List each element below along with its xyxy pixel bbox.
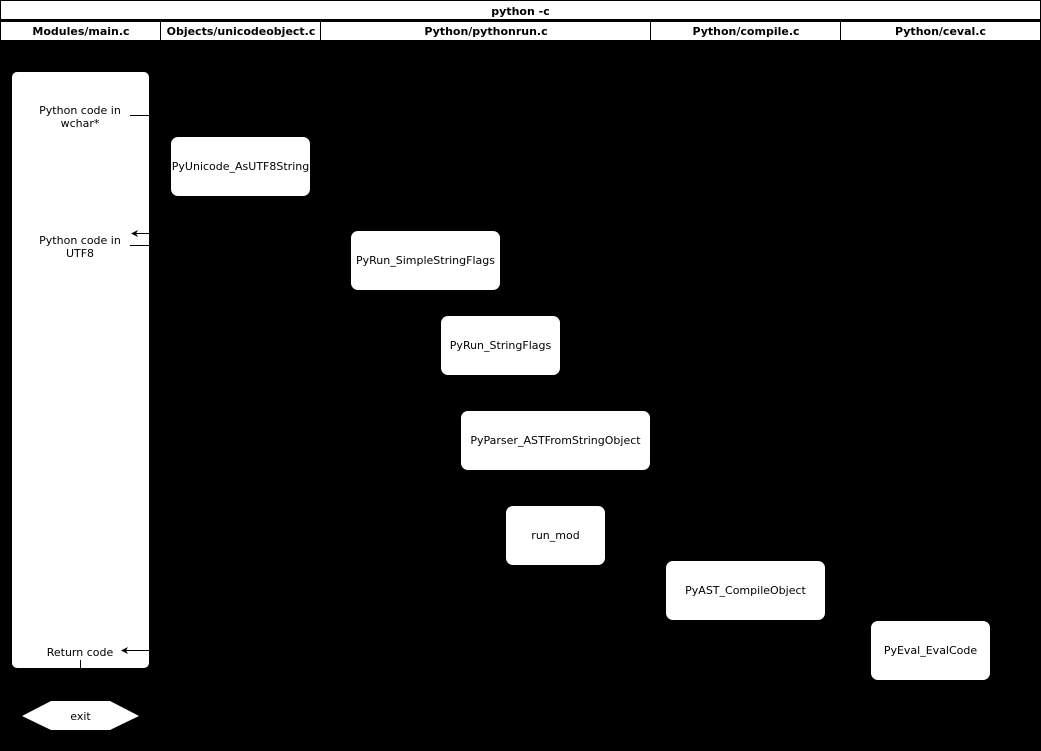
diagram-title: python -c (0, 0, 1041, 20)
lane-header-compile: Python/compile.c (650, 21, 841, 40)
wchar-code-label: Python code in wchar* (22, 104, 138, 130)
main-activation-box (12, 72, 149, 668)
return-code-label: Return code (46, 646, 114, 659)
exit-label: exit (70, 710, 91, 723)
node-pyast-compileobject: PyAST_CompileObject (666, 561, 825, 620)
utf8-code-label: Python code in UTF8 (22, 234, 138, 260)
lane-header-main: Modules/main.c (0, 21, 161, 40)
utf8-arrowhead-icon (131, 230, 138, 237)
utf8-label-line2: UTF8 (65, 247, 95, 260)
utf8-label-line1: Python code in (39, 234, 121, 247)
node-run-mod: run_mod (506, 506, 605, 565)
node-pyunicode-asutf8string: PyUnicode_AsUTF8String (171, 137, 310, 196)
wchar-label-line2: wchar* (60, 117, 100, 130)
node-pyparser-astfromstringobject: PyParser_ASTFromStringObject (461, 411, 650, 470)
node-pyrun-stringflags: PyRun_StringFlags (441, 316, 560, 375)
node-pyrun-simplestringflags: PyRun_SimpleStringFlags (351, 231, 500, 290)
lane-header-unicodeobject: Objects/unicodeobject.c (160, 21, 321, 40)
exit-terminal-shape (22, 701, 139, 730)
wchar-label-line1: Python code in (39, 104, 121, 117)
return-arrowhead-icon (121, 647, 128, 654)
node-pyeval-evalcode: PyEval_EvalCode (871, 621, 990, 680)
lane-header-pythonrun: Python/pythonrun.c (320, 21, 651, 40)
